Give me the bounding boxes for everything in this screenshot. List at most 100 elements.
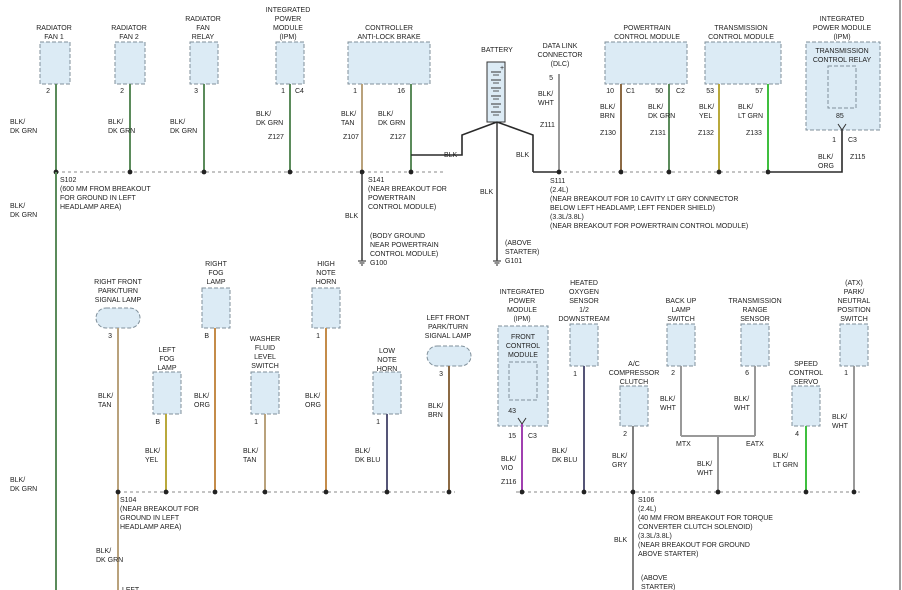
radiator-fan-relay-wire-color-line: DK GRN — [170, 128, 197, 135]
splice-dot — [715, 489, 721, 495]
o2-sensor-label-line: OXYGEN — [569, 289, 599, 296]
lf-park-lamp-wire-color-line: BRN — [428, 412, 443, 419]
high-horn-label-line: HORN — [316, 279, 337, 286]
s106-wire-color: BLK — [614, 537, 628, 544]
fcm-wire-color-line: VIO — [501, 465, 514, 472]
high-horn-wire-color-line: BLK/ — [305, 393, 320, 400]
mtx-label: MTX — [676, 441, 691, 448]
o2-sensor-label-line: SENSOR — [569, 298, 599, 305]
front-control-module — [508, 361, 538, 401]
battery-left-wire-color: BLK — [444, 152, 458, 159]
tcm-pin-a: 53 — [706, 88, 714, 95]
o2-sensor-wire-color-line: BLK/ — [552, 448, 567, 455]
s111-label-line: BELOW LEFT HEADLAMP, LEFT FENDER SHIELD) — [550, 205, 715, 212]
ipm-bottom-label-line: (IPM) — [513, 316, 530, 323]
washer-fluid-level-switch — [250, 371, 280, 415]
right-fog-lamp-wire-color-line: BLK/ — [194, 393, 209, 400]
pn-switch-label-line: NEUTRAL — [838, 298, 871, 305]
radiator-fan-1 — [39, 41, 71, 85]
pn-switch-wire-color-line: WHT — [832, 423, 849, 430]
rf-park-lamp-pin: 3 — [108, 333, 112, 340]
ac-clutch-wire-color-line: BLK/ — [612, 453, 627, 460]
pcm-pin-b: 50 — [655, 88, 663, 95]
splice-dot — [446, 489, 452, 495]
o2-sensor-wire-color-line: DK BLU — [552, 457, 577, 464]
lf-park-lamp — [426, 345, 472, 367]
splice-dot — [127, 169, 133, 175]
splice-dot — [287, 169, 293, 175]
pcm-circuit-a: Z130 — [600, 130, 616, 137]
battery-right-wire-color: BLK — [516, 152, 530, 159]
speed-servo-label-line: SERVO — [794, 379, 819, 386]
tcm-wire-b-color-line: BLK/ — [738, 104, 753, 111]
radiator-fan-relay-label-line: RADIATOR — [185, 16, 221, 23]
trs-label-line: RANGE — [743, 307, 768, 314]
tcm-label-line: TRANSMISSION — [714, 25, 767, 32]
radiator-fan-2-wire-color-line: BLK/ — [108, 119, 123, 126]
speed-servo-wire-color-line: BLK/ — [773, 453, 788, 460]
s111-label-line: (3.3L/3.8L) — [550, 214, 584, 221]
low-horn-pin: 1 — [376, 419, 380, 426]
lf-park-lamp-label-line: PARK/TURN — [428, 324, 468, 331]
tcm-wire-a-color-line: BLK/ — [699, 104, 714, 111]
back-up-lamp-switch — [666, 323, 696, 367]
battery-right-wire — [496, 121, 534, 172]
ipm-top-wire-color-line: BLK/ — [256, 111, 271, 118]
heated-oxygen-sensor — [569, 323, 599, 367]
low-horn-label-line: LOW — [379, 348, 395, 355]
g100-label-line: (BODY GROUND — [370, 233, 425, 240]
s104-label-line: GROUND IN LEFT — [120, 515, 180, 522]
o2-sensor-pin: 1 — [573, 371, 577, 378]
pcm-wire-b-color-line: DK GRN — [648, 113, 675, 120]
trs-wire-color-line: BLK/ — [734, 396, 749, 403]
splice-dot — [519, 489, 525, 495]
rf-park-lamp-wire-color-line: BLK/ — [98, 393, 113, 400]
controller-abs-pin-b: 16 — [397, 88, 405, 95]
left-fog-lamp — [152, 371, 182, 415]
right-fog-lamp-label-line: RIGHT — [205, 261, 228, 268]
ipm-bottom-label-line: MODULE — [507, 307, 537, 314]
splice-dot — [323, 489, 329, 495]
splice-s106 — [630, 489, 636, 495]
washer-switch-label-line: WASHER — [250, 336, 280, 343]
splice-dot — [618, 169, 624, 175]
ipm-top-wire-color-line: DK GRN — [256, 120, 283, 127]
tcr-out-pin: 1 — [832, 137, 836, 144]
ipm-top-circuit: Z127 — [268, 134, 284, 141]
ac-compressor-clutch — [619, 385, 649, 427]
splice-dot — [581, 489, 587, 495]
right-fog-lamp-wire-color-line: ORG — [194, 402, 210, 409]
ipm-top-label-line: POWER — [275, 16, 301, 23]
backup-switch-wire-color-line: BLK/ — [660, 396, 675, 403]
tcm-label-line: CONTROL MODULE — [708, 34, 774, 41]
splice-dot — [201, 169, 207, 175]
s102-label-line: S102 — [60, 177, 76, 184]
s141-label-line: POWERTRAIN — [368, 195, 415, 202]
mtx-eatx-wire-color-line: BLK/ — [697, 461, 712, 468]
washer-switch-pin: 1 — [254, 419, 258, 426]
s106-label-line: CONVERTER CLUTCH SOLENOID) — [638, 524, 753, 531]
rf-park-lamp — [95, 307, 141, 329]
pcm-connector-a: C1 — [626, 88, 635, 95]
pn-switch-wire-color-line: BLK/ — [832, 414, 847, 421]
low-horn-wire-color-line: DK BLU — [355, 457, 380, 464]
tcm-wire-b-color-line: LT GRN — [738, 113, 763, 120]
main-ground-wire-color-1-line: BLK/ — [10, 203, 25, 210]
radiator-fan-relay-label-line: RELAY — [192, 34, 215, 41]
lf-park-lamp-label-line: SIGNAL LAMP — [425, 333, 472, 340]
pn-switch-label-line: POSITION — [837, 307, 870, 314]
high-note-horn — [311, 287, 341, 329]
s102-label-line: FOR GROUND IN LEFT — [60, 195, 137, 202]
rf-park-lamp-label-line: SIGNAL LAMP — [95, 297, 142, 304]
fcm-label-line: MODULE — [508, 352, 538, 359]
s104-wire-color-line: BLK/ — [96, 548, 111, 555]
pcm — [604, 41, 688, 85]
low-horn-wire-color-line: BLK/ — [355, 448, 370, 455]
radiator-fan-1-wire-color-line: DK GRN — [10, 128, 37, 135]
splice-dot — [716, 169, 722, 175]
backup-switch-label-line: BACK UP — [666, 298, 697, 305]
ipm-bottom-label-line: POWER — [509, 298, 535, 305]
pcm-label-line: CONTROL MODULE — [614, 34, 680, 41]
splice-dot — [666, 169, 672, 175]
